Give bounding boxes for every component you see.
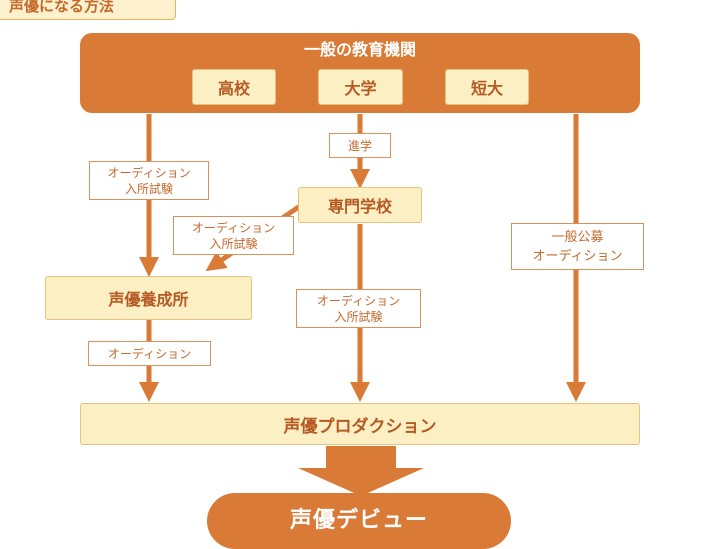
label-line-2: オーディション <box>532 248 623 264</box>
label-line-2: 入所試験 <box>334 309 383 324</box>
node-voice-training-school: 声優養成所 <box>45 276 252 320</box>
general-education-title: 一般の教育機関 <box>303 40 416 59</box>
label-line-2: 入所試験 <box>124 181 173 196</box>
label-line-1: オーディション <box>316 293 401 308</box>
node-voice-production: 声優プロダクション <box>80 403 640 445</box>
label-advance: 進学 <box>329 133 391 158</box>
node-vocational-school: 専門学校 <box>298 187 422 223</box>
school-junior-college: 短大 <box>445 69 529 105</box>
title-tag: 声優になる方法 <box>0 0 176 20</box>
label-audition: オーディション <box>88 341 211 366</box>
label-advance-text: 進学 <box>347 138 372 153</box>
label-audition-text: オーディション <box>107 346 192 361</box>
node-debut: 声優デビュー <box>207 493 511 549</box>
label-line-1: 一般公募 <box>551 229 604 245</box>
label-line-1: オーディション <box>191 220 276 235</box>
label-line-1: オーディション <box>107 165 191 180</box>
big-arrow-production-to-debut <box>298 446 424 496</box>
school-university: 大学 <box>318 69 403 105</box>
school-high-school: 高校 <box>192 69 276 105</box>
label-open-recruitment: 一般公募 オーディション <box>511 223 644 270</box>
label-audition-entrance-3: オーディション 入所試験 <box>296 289 421 328</box>
label-audition-entrance-1: オーディション 入所試験 <box>89 161 209 200</box>
label-audition-entrance-2: オーディション 入所試験 <box>173 216 294 255</box>
label-line-2: 入所試験 <box>209 236 258 251</box>
